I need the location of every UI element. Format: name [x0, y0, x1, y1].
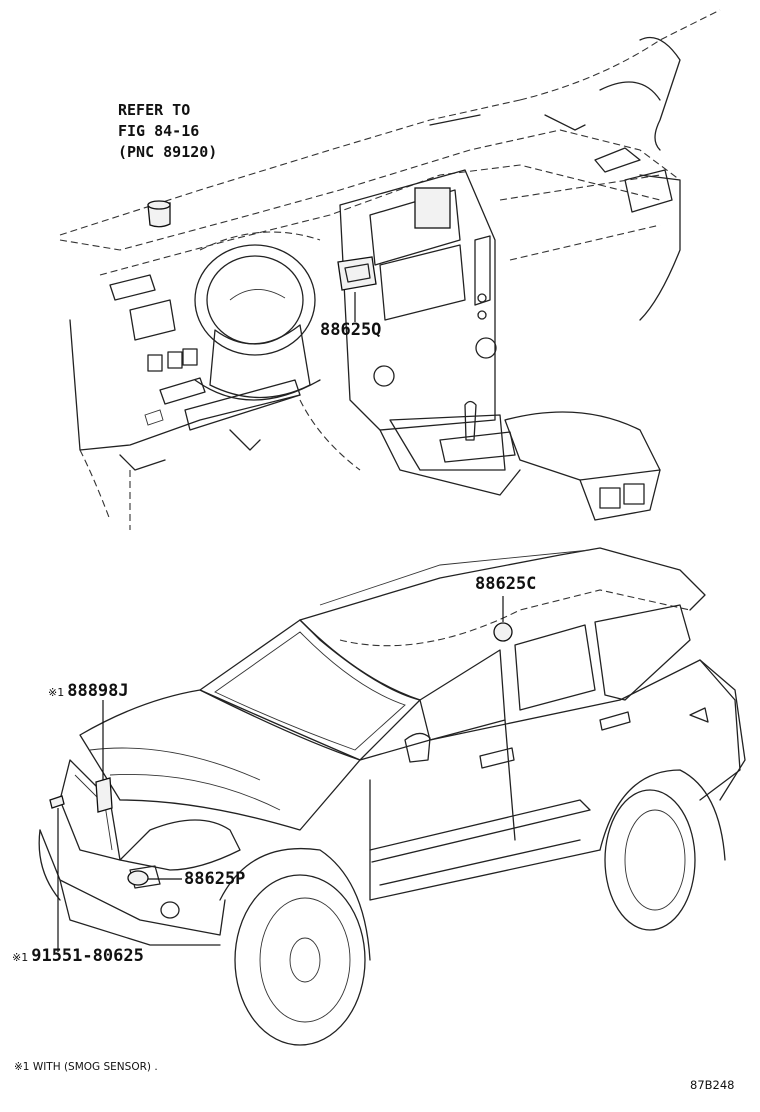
- footnote: ※1 WITH (SMOG SENSOR) .: [14, 1061, 158, 1073]
- note-mark: ※1: [12, 951, 29, 964]
- part-number-88898j: 88898J: [67, 681, 129, 701]
- figure-code: 87B248: [690, 1078, 735, 1092]
- refer-label-line3: (PNC 89120): [118, 143, 218, 161]
- part-label-88625p: 88625P: [184, 869, 246, 889]
- part-label-88625q: 88625Q: [320, 320, 382, 340]
- dashboard-drawing: [59, 9, 721, 530]
- refer-label-line1: REFER TO: [118, 101, 191, 119]
- note-mark: ※1: [48, 686, 65, 699]
- vehicle-drawing: [38, 547, 746, 1046]
- refer-label-line2: FIG 84-16: [118, 122, 200, 140]
- part-label-88625c: 88625C: [475, 574, 537, 594]
- part-number-91551-80625: 91551-80625: [31, 946, 144, 966]
